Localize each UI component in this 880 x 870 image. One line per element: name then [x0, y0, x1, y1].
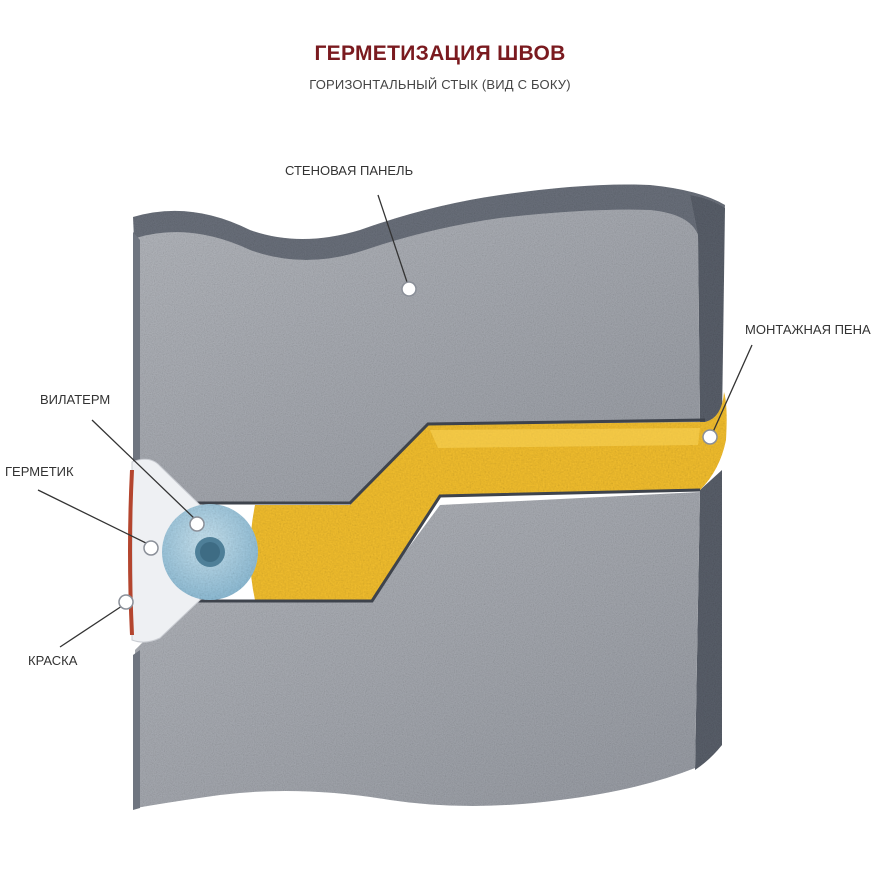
upper-wall-panel	[136, 209, 700, 503]
marker-vilaterm	[189, 516, 205, 532]
marker-wall-panel	[401, 281, 417, 297]
marker-sealant	[143, 540, 159, 556]
marker-mounting-foam	[702, 429, 718, 445]
paint-layer	[128, 470, 134, 635]
leader-sealant	[37, 489, 151, 546]
vilaterm-rod-core-inner	[200, 542, 220, 562]
label-vilaterm: ВИЛАТЕРМ	[40, 392, 111, 407]
lower-wall-panel	[135, 492, 700, 808]
mounting-foam-highlight	[430, 428, 700, 448]
label-sealant: ГЕРМЕТИК	[5, 464, 74, 479]
joint-gap-bottom	[185, 488, 701, 603]
leader-paint	[59, 603, 126, 648]
leader-mounting-foam	[712, 344, 753, 433]
wall-right-side	[690, 195, 725, 430]
leader-wall-panel	[377, 194, 409, 286]
label-wall-panel: СТЕНОВАЯ ПАНЕЛЬ	[285, 163, 414, 178]
wall-right-side-lower	[695, 470, 722, 770]
label-paint: КРАСКА	[28, 653, 78, 668]
diagram-subtitle: ГОРИЗОНТАЛЬНЫЙ СТЫК (ВИД С БОКУ)	[309, 77, 571, 92]
marker-paint	[118, 594, 134, 610]
joint-gap-top	[185, 418, 706, 505]
label-mounting-foam: МОНТАЖНАЯ ПЕНА	[745, 322, 871, 337]
wall-left-edge-top	[133, 232, 140, 470]
leader-vilaterm	[91, 419, 197, 521]
wall-left-edge-bottom	[133, 650, 140, 810]
diagram-title: ГЕРМЕТИЗАЦИЯ ШВОВ	[314, 42, 566, 65]
